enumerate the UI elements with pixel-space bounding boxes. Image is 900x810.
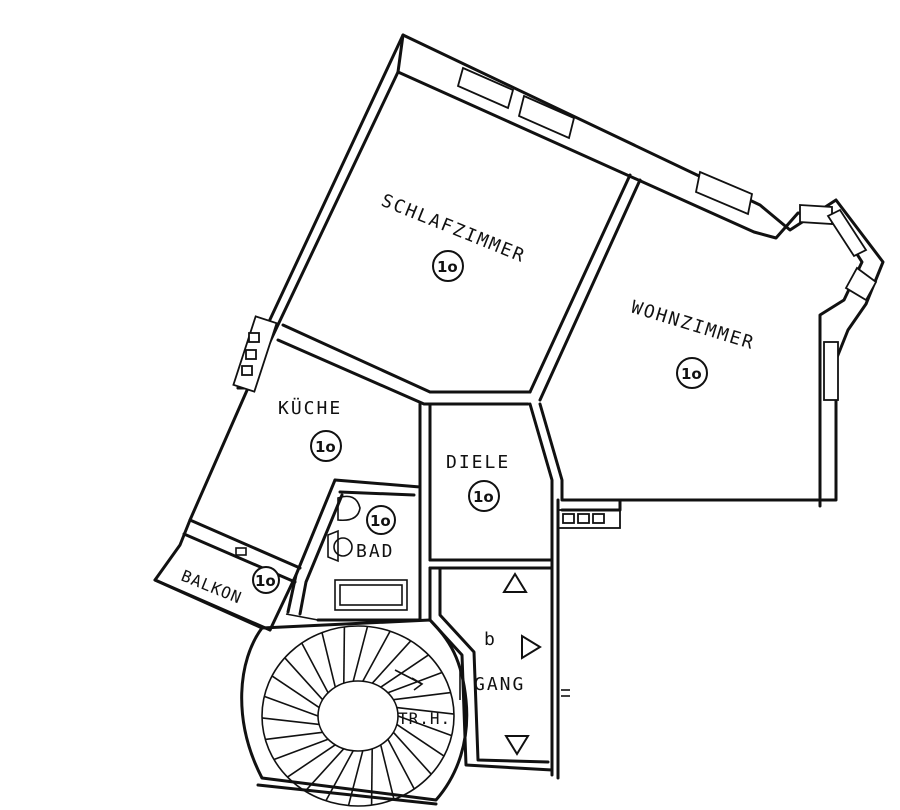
- badge-circle: [252, 566, 280, 594]
- room-badge-balkon: 1o: [255, 572, 276, 590]
- stair-tread: [284, 657, 324, 701]
- stair-tread: [387, 671, 443, 694]
- stair-arrow-icon: [411, 677, 424, 691]
- corridor-marker: b: [484, 629, 497, 650]
- stair-tread: [387, 738, 415, 790]
- stair-tread: [265, 731, 323, 741]
- stair-tread: [352, 626, 369, 682]
- room-badge-bad: 1o: [370, 512, 391, 530]
- room-label-diele: DIELE: [446, 452, 510, 473]
- down-arrow-icon: [504, 735, 530, 756]
- stair-tread: [261, 717, 320, 726]
- room-label-treppenhaus: TR.H.: [398, 709, 451, 728]
- bad-fixtures: [235, 495, 408, 611]
- stair-tread: [321, 632, 337, 688]
- stair-tread: [287, 744, 336, 778]
- room-badge-diele: 1o: [473, 488, 494, 506]
- interior-walls: [153, 173, 820, 780]
- badge-circle: [310, 430, 342, 462]
- stair-tread: [393, 691, 451, 701]
- stair-tread: [380, 654, 429, 688]
- spiral-staircase: [240, 618, 469, 807]
- stair-tread: [362, 630, 391, 682]
- stair-tread: [371, 640, 412, 684]
- badge-circle: [366, 505, 396, 535]
- stair-tread: [304, 748, 345, 792]
- stair-tread: [347, 750, 364, 806]
- stair-tread: [396, 706, 455, 715]
- stair-tread: [273, 738, 329, 761]
- up-arrow-icon: [502, 572, 528, 593]
- stair-tread: [379, 744, 395, 800]
- badge-circle: [676, 357, 708, 389]
- stair-tread: [343, 626, 346, 684]
- stair-tread: [396, 723, 445, 757]
- stair-tread: [392, 731, 432, 775]
- room-label-wohnzimmer: WOHNZIMMER: [629, 297, 758, 355]
- stair-tread: [271, 675, 320, 709]
- room-label-kueche: KÜCHE: [278, 397, 342, 419]
- room-badge-wohnzimmer: 1o: [681, 365, 702, 383]
- room-badge-kueche: 1o: [315, 438, 336, 456]
- room-label-gang: GANG: [474, 674, 525, 695]
- room-badge-schlafzimmer: 1o: [437, 258, 458, 276]
- badge-circle: [468, 480, 500, 512]
- stair-tread: [264, 695, 319, 717]
- stair-tread: [397, 715, 452, 737]
- stair-tread: [301, 642, 329, 694]
- stair-steps: [261, 626, 455, 806]
- badge-circle: [432, 250, 464, 282]
- room-label-balkon: BALKON: [179, 566, 245, 608]
- right-arrow-icon: [521, 634, 542, 660]
- room-label-bad: BAD: [356, 541, 395, 562]
- windows: [232, 66, 878, 529]
